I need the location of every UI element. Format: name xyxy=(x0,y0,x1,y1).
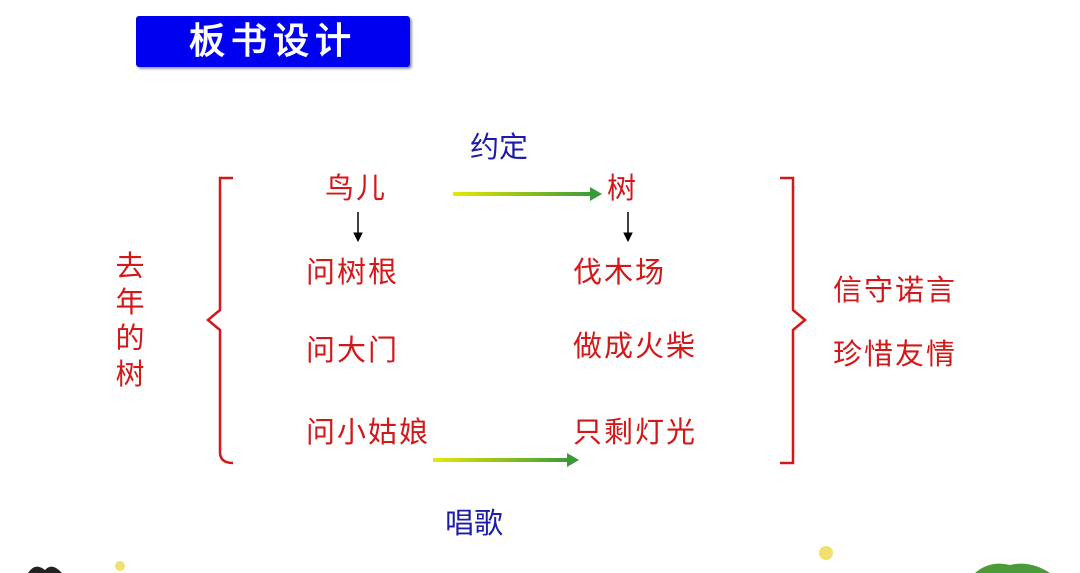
side-title: 去年的树 xyxy=(115,249,145,391)
right-item: 做成火柴 xyxy=(573,329,698,363)
right-item-tree: 树 xyxy=(607,171,639,205)
right-item: 只剩灯光 xyxy=(573,415,698,449)
left-item: 问大门 xyxy=(306,333,400,367)
label-promise: 约定 xyxy=(470,130,529,164)
left-item: 问树根 xyxy=(306,255,400,289)
down-arrow-left xyxy=(353,212,363,243)
left-item: 问小姑娘 xyxy=(306,415,431,449)
top-arrow xyxy=(453,187,602,201)
right-bracket xyxy=(780,176,807,465)
left-bracket xyxy=(206,176,234,465)
label-sing: 唱歌 xyxy=(445,506,504,540)
down-arrow-right xyxy=(623,212,633,243)
decor-flower-right xyxy=(819,546,833,560)
conclusion-item: 珍惜友情 xyxy=(833,337,958,371)
decor-butterfly xyxy=(28,566,62,573)
bottom-arrow xyxy=(433,453,579,467)
decor-flower-left xyxy=(115,561,125,571)
decor-grass xyxy=(975,563,1050,573)
right-item: 伐木场 xyxy=(573,255,667,289)
slide-title: 板书设计 xyxy=(136,16,410,67)
left-item-bird: 鸟儿 xyxy=(325,171,388,205)
conclusion-item: 信守诺言 xyxy=(833,273,958,307)
